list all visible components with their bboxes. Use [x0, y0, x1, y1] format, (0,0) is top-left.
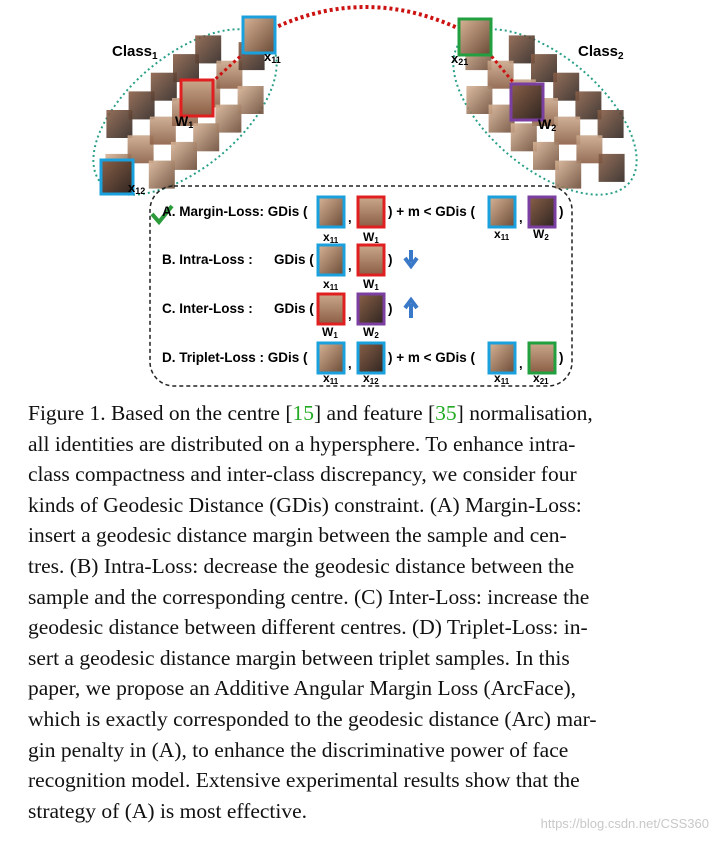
svg-text:,: ,	[348, 258, 352, 273]
inter-class-arc	[262, 7, 470, 34]
caption-line: tres. (B) Intra-Loss: decrease the geode…	[28, 554, 574, 578]
svg-text:x11: x11	[323, 277, 339, 292]
svg-text:) + m < GDis (: ) + m < GDis (	[388, 204, 476, 219]
x11-face	[243, 17, 275, 53]
caption-line: Figure 1. Based on the centre [15] and f…	[28, 401, 593, 425]
face-thumbnail	[576, 135, 602, 163]
svg-text:W2: W2	[363, 325, 379, 340]
face-thumbnail	[238, 86, 264, 114]
face-thumbnail	[509, 35, 535, 63]
caption-line: gin penalty in (A), to enhance the discr…	[28, 738, 568, 762]
x12-label: x12	[128, 180, 145, 196]
w2-face	[511, 84, 543, 120]
face-thumbnail	[598, 110, 624, 138]
caption-line: sample and the corresponding centre. (C)…	[28, 585, 589, 609]
face-thumbnail	[553, 73, 579, 101]
face-thumbnail	[599, 154, 625, 182]
svg-text:x11: x11	[323, 230, 339, 245]
caption-line: which is exactly corresponded to the geo…	[28, 707, 597, 731]
svg-text:): )	[559, 204, 564, 219]
class2-label: Class2	[578, 43, 624, 62]
face-thumbnail	[555, 161, 581, 189]
face-thumbnail	[151, 73, 177, 101]
row-margin-loss: A. Margin-Loss: GDis ( , ) + m < GDis ( …	[162, 197, 564, 245]
caption-line: insert a geodesic distance margin betwee…	[28, 523, 567, 547]
class1-label: Class1	[112, 43, 158, 62]
face-thumbnail	[129, 91, 155, 119]
face-thumbnail	[173, 54, 199, 82]
svg-text:,: ,	[348, 307, 352, 322]
face-thumbnail	[215, 105, 241, 133]
caption-line: geodesic distance between different cent…	[28, 615, 588, 639]
svg-text:D. Triplet-Loss : GDis (: D. Triplet-Loss : GDis (	[162, 350, 308, 365]
face-thumbnail	[195, 35, 221, 63]
svg-text:W1: W1	[363, 230, 379, 245]
face-thumbnail	[150, 117, 176, 145]
face-thumbnail	[511, 123, 537, 151]
face-thumbnail	[171, 142, 197, 170]
svg-text:) + m < GDis (: ) + m < GDis (	[388, 350, 476, 365]
svg-text:B. Intra-Loss :: B. Intra-Loss :	[162, 252, 253, 267]
face-thumbnail	[554, 117, 580, 145]
face-thumbnail	[531, 54, 557, 82]
svg-text:,: ,	[519, 356, 523, 371]
row-intra-loss: B. Intra-Loss : GDis ( , ) x11 W1	[162, 245, 417, 292]
svg-text:x11: x11	[494, 227, 510, 242]
face-thumbnail	[106, 110, 132, 138]
svg-text:): )	[559, 350, 564, 365]
figure-svg: Class1 Class2 x11 W1 x12 x21 W2 A. Margi…	[0, 0, 721, 400]
svg-text:,: ,	[348, 210, 352, 225]
svg-text:): )	[388, 252, 393, 267]
face-thumbnail	[149, 161, 175, 189]
face-thumbnail	[193, 123, 219, 151]
watermark: https://blog.csdn.net/CSS360	[541, 816, 709, 831]
svg-text:C. Inter-Loss :: C. Inter-Loss :	[162, 301, 253, 316]
arrow-down-icon	[405, 250, 417, 266]
svg-text:W1: W1	[363, 277, 379, 292]
w1-face	[181, 80, 213, 116]
row-inter-loss: C. Inter-Loss : GDis ( , ) W1 W2	[162, 294, 417, 340]
row-triplet-loss: D. Triplet-Loss : GDis ( , ) + m < GDis …	[162, 343, 564, 386]
caption-line: sert a geodesic distance margin between …	[28, 646, 570, 670]
svg-text:GDis (: GDis (	[274, 252, 314, 267]
svg-text:W1: W1	[322, 325, 338, 340]
svg-text:GDis (: GDis (	[274, 301, 314, 316]
caption-line: strategy of (A) is most effective.	[28, 799, 307, 823]
figure-caption: Figure 1. Based on the centre [15] and f…	[28, 398, 700, 826]
face-thumbnail	[533, 142, 559, 170]
figure-illustration: Class1 Class2 x11 W1 x12 x21 W2 A. Margi…	[0, 0, 721, 400]
svg-text:,: ,	[348, 356, 352, 371]
face-thumbnail	[466, 86, 492, 114]
svg-text:A. Margin-Loss: GDis (: A. Margin-Loss: GDis (	[162, 204, 308, 219]
caption-line: all identities are distributed on a hype…	[28, 432, 575, 456]
citation-link[interactable]: 35	[435, 401, 457, 425]
caption-line: paper, we propose an Additive Angular Ma…	[28, 676, 576, 700]
caption-line: kinds of Geodesic Distance (GDis) constr…	[28, 493, 582, 517]
svg-text:,: ,	[519, 210, 523, 225]
svg-text:W2: W2	[533, 227, 549, 242]
caption-line: class compactness and inter-class discre…	[28, 462, 577, 486]
caption-line: recognition model. Extensive experimenta…	[28, 768, 580, 792]
face-thumbnail	[575, 91, 601, 119]
x21-face	[459, 19, 491, 55]
svg-text:): )	[388, 301, 393, 316]
arrow-up-icon	[405, 300, 417, 318]
citation-link[interactable]: 15	[293, 401, 315, 425]
